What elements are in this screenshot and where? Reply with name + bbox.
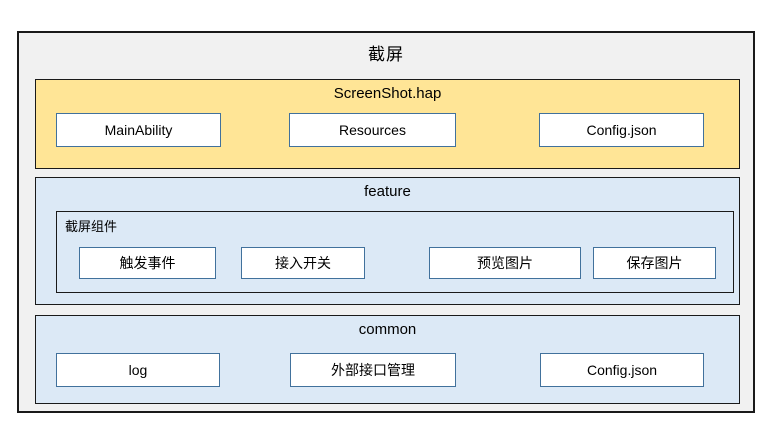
group-screenshot-component-label: 截屏组件 xyxy=(65,219,118,234)
node-save-image: 保存图片 xyxy=(593,247,716,279)
node-external-api-management: 外部接口管理 xyxy=(290,353,456,387)
screenshot-architecture-container: 截屏 ScreenShot.hap MainAbility Resources … xyxy=(17,31,755,413)
section-screenshot-hap: ScreenShot.hap MainAbility Resources Con… xyxy=(35,79,740,169)
section-screenshot-hap-title: ScreenShot.hap xyxy=(333,85,442,102)
node-resources: Resources xyxy=(289,113,456,147)
node-trigger-event: 触发事件 xyxy=(79,247,216,279)
section-feature: feature 截屏组件 触发事件 接入开关 预览图片 保存图片 xyxy=(35,177,740,305)
section-common: common log 外部接口管理 Config.json xyxy=(35,315,740,404)
diagram-title: 截屏 xyxy=(368,45,404,64)
node-access-switch: 接入开关 xyxy=(241,247,365,279)
group-screenshot-component: 截屏组件 触发事件 接入开关 预览图片 保存图片 xyxy=(56,211,734,293)
section-feature-title: feature xyxy=(364,183,411,200)
node-mainability: MainAbility xyxy=(56,113,221,147)
node-preview-image: 预览图片 xyxy=(429,247,581,279)
section-common-title: common xyxy=(358,321,417,338)
node-log: log xyxy=(56,353,220,387)
node-config-json-common: Config.json xyxy=(540,353,704,387)
node-config-json-hap: Config.json xyxy=(539,113,704,147)
